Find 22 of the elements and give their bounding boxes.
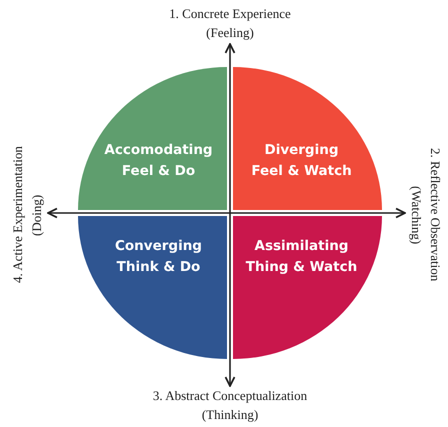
quadrant-subtitle: Feel & Do <box>120 162 196 181</box>
axis-label-text: (Thinking) <box>200 406 260 424</box>
quadrant-subtitle: Think & Do <box>116 258 202 277</box>
axis-arrow <box>224 43 236 387</box>
axis-label-text: 4. Active Experimentation <box>9 146 26 284</box>
axis-label-text: 3. Abstract Conceptualization <box>152 387 308 405</box>
axis-label-text: (Doing) <box>28 194 45 236</box>
axis-label-text: (Watching) <box>408 186 425 244</box>
axis-label-text: 2. Reflective Observation <box>427 148 444 282</box>
quadrant <box>233 216 382 359</box>
quadrant <box>233 67 382 210</box>
axis-arrow <box>47 208 406 218</box>
quadrant-title: Diverging <box>263 141 340 160</box>
axis-label-text: 1. Concrete Experience <box>168 5 292 23</box>
quadrant-title: Converging <box>114 237 203 256</box>
quadrant <box>78 67 227 210</box>
axis-label-text: (Feeling) <box>205 24 255 42</box>
quadrant <box>78 216 227 359</box>
quadrant-subtitle: Feel & Watch <box>250 162 353 181</box>
quadrant-title: Accomodating <box>103 141 214 160</box>
quadrant-subtitle: Thing & Watch <box>244 258 358 277</box>
quadrant-title: Assimilating <box>254 237 350 256</box>
